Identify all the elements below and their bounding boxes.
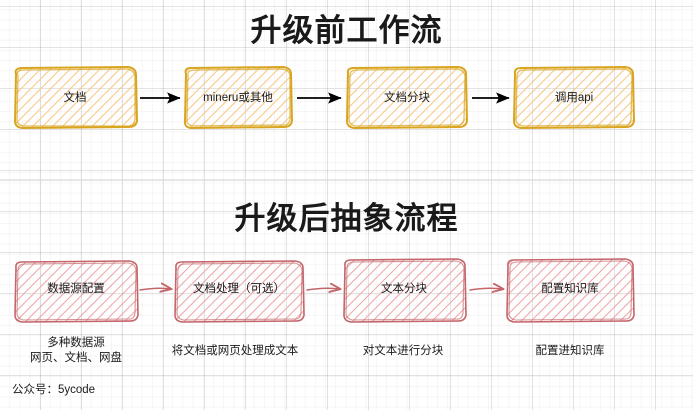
- arrow-r1-2: [139, 288, 171, 290]
- page-title-bottom: 升级后抽象流程: [234, 201, 459, 236]
- node-box-shujuyuanpeizhi[interactable]: [14, 260, 139, 323]
- node-label-wendang: 文档: [63, 92, 87, 104]
- node-box-wenbenfenkuai[interactable]: [343, 258, 467, 323]
- arrow-r2-3: [306, 288, 340, 290]
- page-title-top: 升级前工作流: [250, 13, 443, 48]
- caption-line: 多种数据源: [47, 337, 105, 349]
- caption-line: 网页、文档、网盘: [30, 352, 122, 364]
- node-label-diaoyongapi: 调用api: [554, 92, 594, 104]
- node-box-fenkuai[interactable]: [346, 66, 468, 129]
- node-label-wenbenfenkuai: 文本分块: [381, 283, 427, 295]
- node-box-mineru[interactable]: [183, 66, 293, 129]
- node-label-shujuyuanpeizhi: 数据源配置: [47, 283, 105, 295]
- bottom-flow-group: [14, 258, 635, 323]
- node-box-peizhizhishiku[interactable]: [506, 258, 635, 323]
- node-label-mineru: mineru或其他: [203, 92, 273, 104]
- caption-line: 将文档或网页处理成文本: [171, 345, 299, 357]
- caption-line: 配置进知识库: [535, 345, 605, 357]
- footer-credit: 公众号：5ycode: [12, 384, 96, 396]
- top-flow-group: [14, 66, 635, 129]
- caption-knowledgebase: 配置进知识库: [536, 344, 605, 359]
- node-label-fenkuai: 文档分块: [384, 92, 430, 104]
- arrow-r3-4: [469, 288, 503, 290]
- caption-chunking: 对文本进行分块: [363, 344, 444, 359]
- caption-datasource: 多种数据源 网页、文档、网盘: [30, 336, 122, 366]
- node-label-wendangchuli: 文档处理（可选）: [193, 283, 285, 295]
- caption-line: 对文本进行分块: [362, 345, 444, 357]
- node-box-diaoyongapi[interactable]: [513, 66, 635, 129]
- node-box-wendangchuli[interactable]: [174, 260, 305, 323]
- caption-docprocess: 将文档或网页处理成文本: [172, 344, 299, 359]
- node-box-wendang[interactable]: [14, 66, 138, 129]
- node-label-peizhizhishiku: 配置知识库: [541, 283, 599, 295]
